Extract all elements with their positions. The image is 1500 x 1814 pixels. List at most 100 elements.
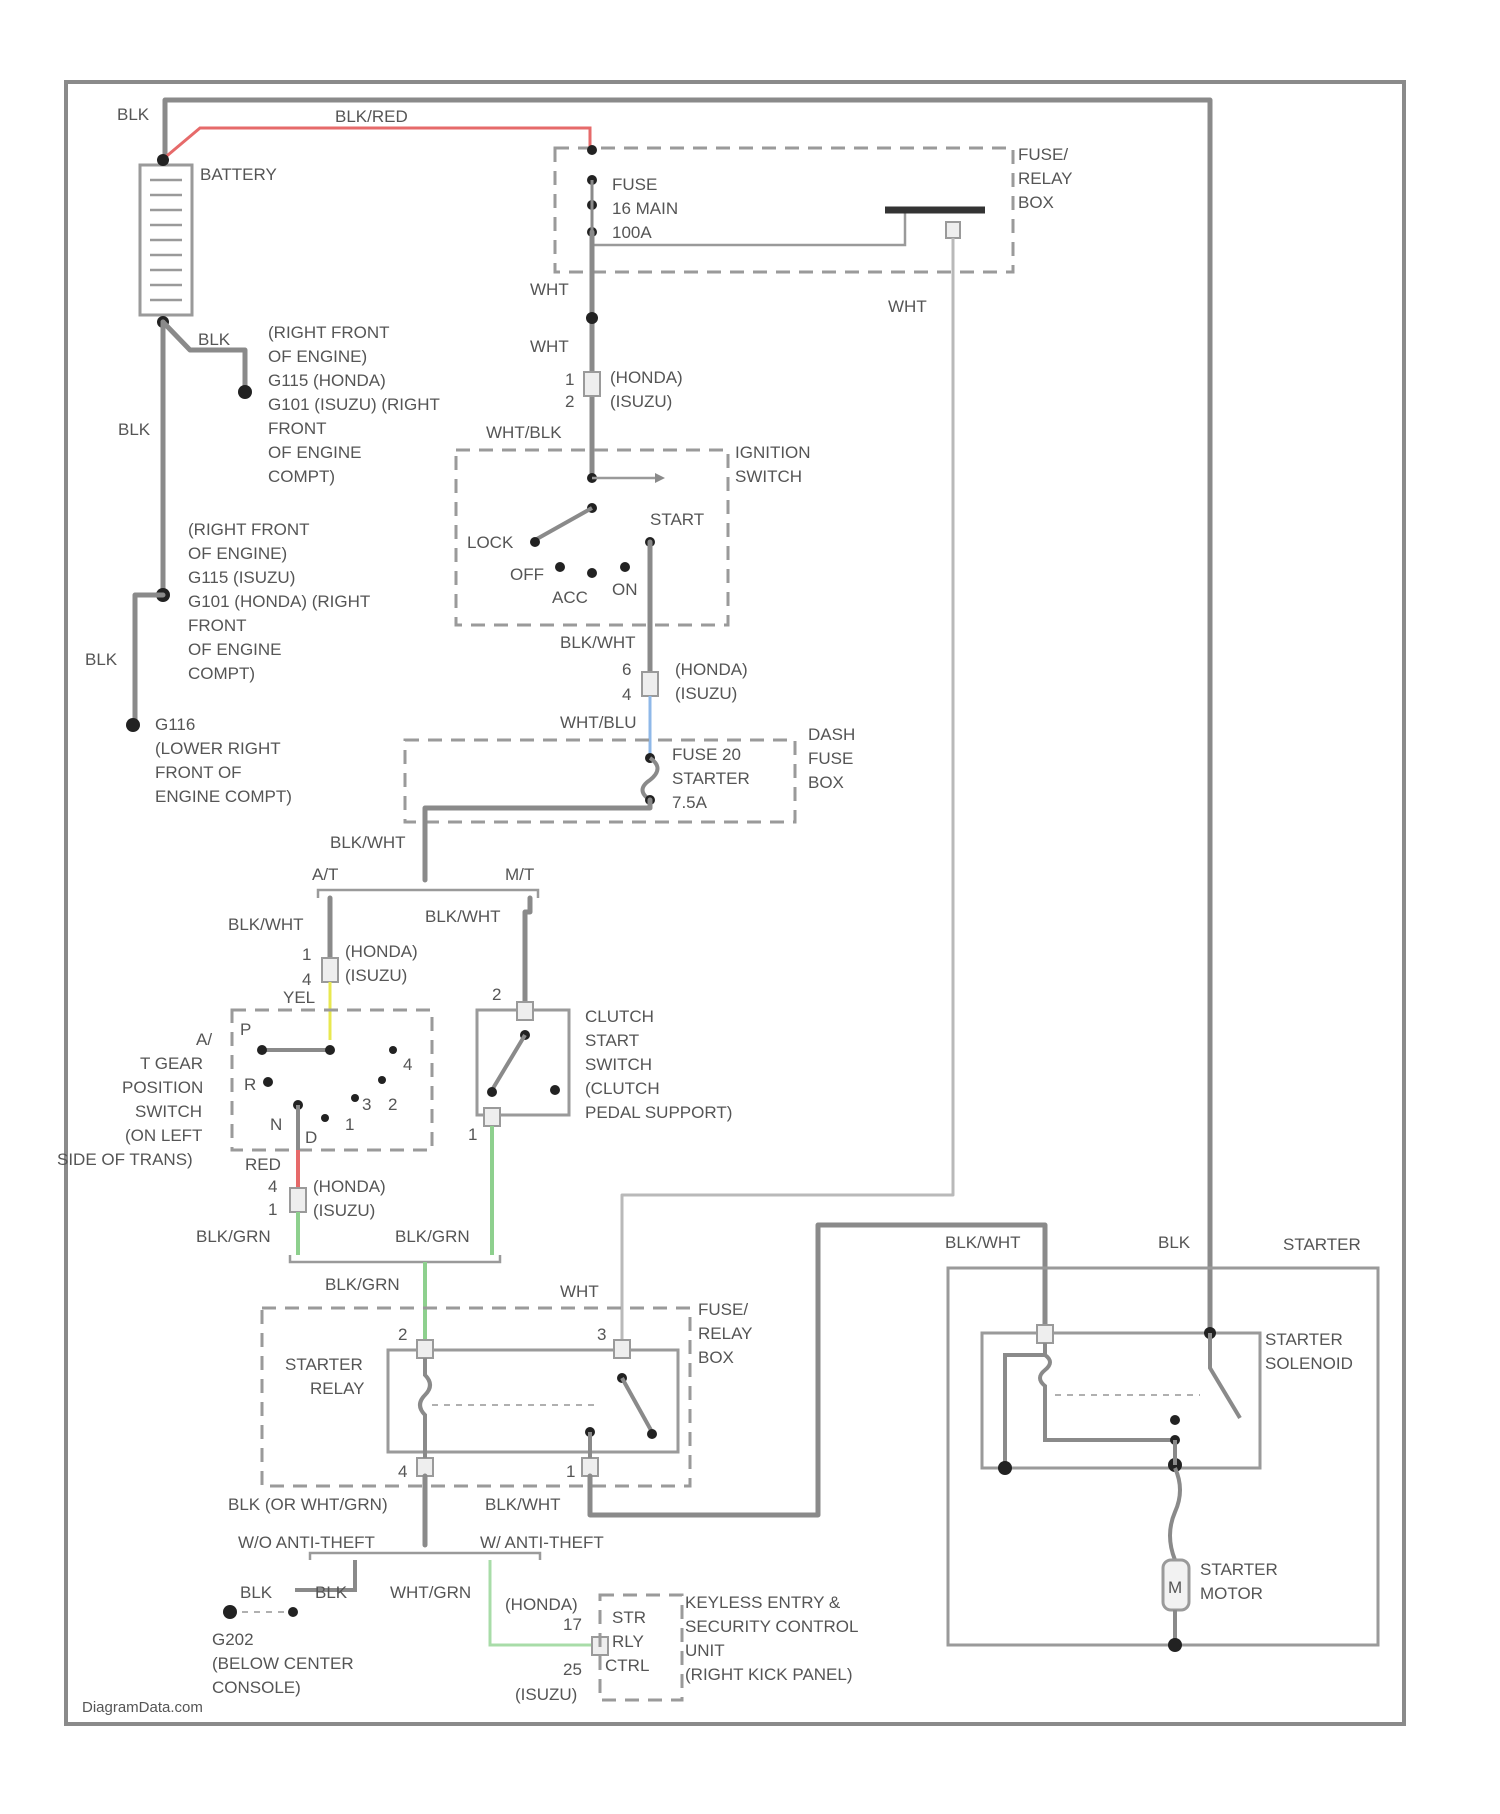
wire-label-blk-red: BLK/RED — [335, 107, 408, 126]
solenoid-contact — [1210, 1333, 1240, 1418]
wire-label-blk-wht-4: BLK/WHT — [425, 907, 501, 926]
at-gear-position-switch — [232, 1010, 432, 1150]
svg-text:G202: G202 — [212, 1630, 254, 1649]
wire-label-blk-top: BLK — [117, 105, 150, 124]
svg-text:RLY: RLY — [612, 1632, 644, 1651]
svg-text:SWITCH: SWITCH — [135, 1102, 202, 1121]
svg-text:BOX: BOX — [698, 1348, 734, 1367]
svg-text:A/: A/ — [196, 1030, 212, 1049]
ignition-contact-arm — [535, 508, 592, 540]
wire-label-blk-grn-3: BLK/GRN — [325, 1275, 400, 1294]
svg-text:FUSE: FUSE — [612, 175, 657, 194]
svg-text:STARTER: STARTER — [672, 769, 750, 788]
gear-p: P — [240, 1020, 251, 1039]
wire-label-blk-wht-1: BLK/WHT — [560, 633, 636, 652]
dash-fuse-box-label: DASH FUSE BOX — [808, 725, 855, 792]
svg-text:FUSE 20: FUSE 20 — [672, 745, 741, 764]
svg-text:(RIGHT KICK PANEL): (RIGHT KICK PANEL) — [685, 1665, 853, 1684]
pin-c3-b: 4 — [302, 970, 311, 989]
svg-text:FUSE: FUSE — [808, 749, 853, 768]
wire-label-blk-left-2: BLK — [85, 650, 118, 669]
ign-off: OFF — [510, 565, 544, 584]
keyless-pins: STR RLY CTRL — [605, 1608, 649, 1675]
gear-2: 2 — [388, 1095, 397, 1114]
ignition-switch-label: IGNITION SWITCH — [735, 443, 811, 486]
pin-sr-1: 1 — [566, 1462, 575, 1481]
wire-label-wht-grn: WHT/GRN — [390, 1583, 471, 1602]
wire-blk-main — [165, 100, 1210, 1330]
ground-3-label: G116 (LOWER RIGHT FRONT OF ENGINE COMPT) — [155, 715, 292, 806]
svg-text:UNIT: UNIT — [685, 1641, 725, 1660]
svg-text:G116: G116 — [155, 715, 195, 734]
ground-2-label: (RIGHT FRONT OF ENGINE) G115 (ISUZU) G10… — [188, 520, 370, 683]
at-mt-join — [290, 1255, 500, 1262]
pin-clutch-b: 1 — [468, 1125, 477, 1144]
wire-to-starter-motor — [1170, 1468, 1180, 1560]
svg-text:RELAY: RELAY — [310, 1379, 365, 1398]
svg-text:MOTOR: MOTOR — [1200, 1584, 1263, 1603]
pin-k-25: 25 — [563, 1660, 582, 1679]
wire-label-blk-grn-1: BLK/GRN — [196, 1227, 271, 1246]
pin-c2-a: 6 — [622, 660, 631, 679]
wire-label-blk-g2: BLK — [315, 1583, 348, 1602]
ground-4-label: G202 (BELOW CENTER CONSOLE) — [212, 1630, 354, 1697]
solenoid-pull-coil — [1040, 1343, 1175, 1440]
svg-text:(HONDA): (HONDA) — [313, 1177, 386, 1196]
relay-coil — [420, 1358, 430, 1458]
svg-text:OF ENGINE: OF ENGINE — [188, 640, 282, 659]
fuse-20-symbol — [643, 758, 658, 800]
gear-1: 1 — [345, 1115, 354, 1134]
pin-c4-a: 4 — [268, 1177, 277, 1196]
svg-text:OF ENGINE): OF ENGINE) — [188, 544, 287, 563]
label-mt: M/T — [505, 865, 534, 884]
solenoid-hold-coil — [1005, 1355, 1045, 1465]
svg-text:(ISUZU): (ISUZU) — [313, 1201, 375, 1220]
fuse-relay-box-2-label: FUSE/ RELAY BOX — [698, 1300, 753, 1367]
starter-relay-label: STARTER RELAY — [285, 1355, 365, 1398]
svg-text:BOX: BOX — [1018, 193, 1054, 212]
svg-text:(ON LEFT: (ON LEFT — [125, 1126, 202, 1145]
svg-text:OF ENGINE: OF ENGINE — [268, 443, 362, 462]
wire-label-wht-2: WHT — [530, 337, 569, 356]
gear-4: 4 — [403, 1055, 412, 1074]
clutch-start-switch — [477, 1010, 569, 1115]
svg-text:RELAY: RELAY — [698, 1324, 753, 1343]
pin-sr-4: 4 — [398, 1462, 407, 1481]
pin-k-17: 17 — [563, 1615, 582, 1634]
label-wo-anti-theft: W/O ANTI-THEFT — [238, 1533, 375, 1552]
starter-motor-symbol: M — [1168, 1578, 1182, 1597]
svg-text:PEDAL SUPPORT): PEDAL SUPPORT) — [585, 1103, 732, 1122]
svg-text:DASH: DASH — [808, 725, 855, 744]
anti-theft-bracket — [310, 1553, 540, 1560]
watermark: DiagramData.com — [82, 1699, 203, 1716]
svg-text:SWITCH: SWITCH — [735, 467, 802, 486]
connector-2-label: (HONDA) (ISUZU) — [675, 660, 748, 703]
svg-text:START: START — [585, 1031, 639, 1050]
svg-text:SWITCH: SWITCH — [585, 1055, 652, 1074]
svg-text:OF ENGINE): OF ENGINE) — [268, 347, 367, 366]
wire-label-blk-starter: BLK — [1158, 1233, 1191, 1252]
svg-text:(ISUZU): (ISUZU) — [515, 1685, 577, 1704]
wire-label-wht-blk: WHT/BLK — [486, 423, 562, 442]
connector-1-label: (HONDA) (ISUZU) — [610, 368, 683, 411]
svg-text:G115 (ISUZU): G115 (ISUZU) — [188, 568, 295, 587]
svg-text:ENGINE COMPT): ENGINE COMPT) — [155, 787, 292, 806]
ground-1-label: (RIGHT FRONT OF ENGINE) G115 (HONDA) G10… — [268, 323, 440, 486]
fuse-relay-box-1-label: FUSE/ RELAY BOX — [1018, 145, 1073, 212]
starter-solenoid-label: STARTER SOLENOID — [1265, 1330, 1353, 1373]
ign-acc: ACC — [552, 588, 588, 607]
svg-text:100A: 100A — [612, 223, 652, 242]
relay-contact-arm — [622, 1378, 652, 1432]
svg-text:(HONDA): (HONDA) — [505, 1595, 578, 1614]
svg-text:7.5A: 7.5A — [672, 793, 708, 812]
wire-label-blk-wht-2: BLK/WHT — [330, 833, 406, 852]
wire-label-wht-4: WHT — [560, 1282, 599, 1301]
connector-2 — [642, 672, 658, 696]
label-w-anti-theft: W/ ANTI-THEFT — [480, 1533, 604, 1552]
pin-sr-3: 3 — [597, 1325, 606, 1344]
svg-text:CLUTCH: CLUTCH — [585, 1007, 654, 1026]
svg-text:CTRL: CTRL — [605, 1656, 649, 1675]
connector-1 — [584, 372, 600, 396]
svg-text:RELAY: RELAY — [1018, 169, 1073, 188]
